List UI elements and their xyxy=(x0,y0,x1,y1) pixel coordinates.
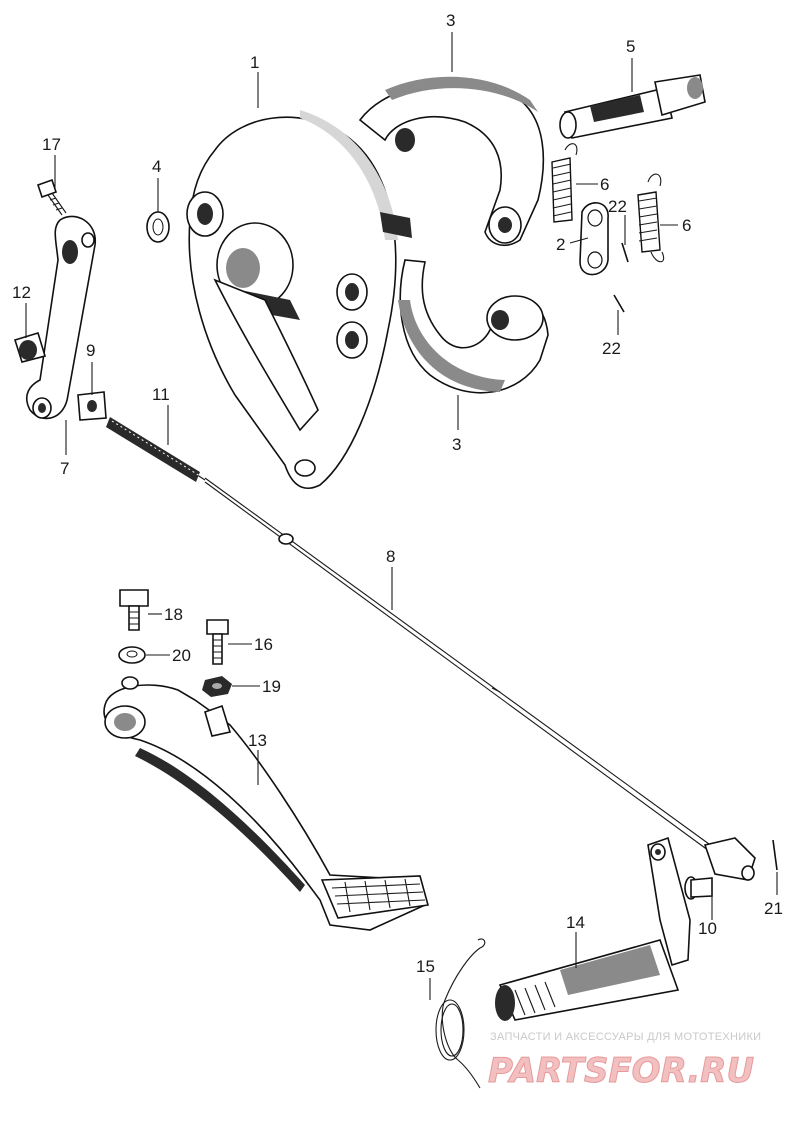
callout-3-top: 3 xyxy=(446,11,455,30)
return-spring-15 xyxy=(435,938,486,1089)
washer-4 xyxy=(146,211,170,243)
bolt-18 xyxy=(119,589,149,631)
cotter-pin-22-a xyxy=(621,242,629,263)
brake-cam xyxy=(559,74,706,139)
watermark: ЗАПЧАСТИ И АКСЕССУАРЫ ДЛЯ МОТОТЕХНИКИ PA… xyxy=(488,1031,762,1092)
nut-19 xyxy=(202,676,232,697)
watermark-brand: PARTSFOR.RU xyxy=(488,1051,754,1091)
bolt-16 xyxy=(206,619,229,665)
callout-9: 9 xyxy=(86,341,95,360)
callout-21: 21 xyxy=(764,899,783,918)
callout-17: 17 xyxy=(42,135,61,154)
brake-panel xyxy=(186,110,412,489)
brake-rod xyxy=(204,477,721,857)
link-plate xyxy=(579,202,609,276)
watermark-tagline: ЗАПЧАСТИ И АКСЕССУАРЫ ДЛЯ МОТОТЕХНИКИ xyxy=(490,1031,761,1043)
callout-16: 16 xyxy=(254,635,273,654)
callout-22-lower: 22 xyxy=(602,339,621,358)
brake-shoe-lower xyxy=(398,259,549,394)
callout-10: 10 xyxy=(698,919,717,938)
callout-22-upper: 22 xyxy=(608,197,627,216)
clamp-12 xyxy=(13,332,47,363)
callout-5: 5 xyxy=(626,37,635,56)
washer-20 xyxy=(118,646,146,664)
rod-spring-11 xyxy=(106,417,206,482)
bolt-17 xyxy=(36,178,67,216)
callout-19: 19 xyxy=(262,677,281,696)
callout-2: 2 xyxy=(556,235,565,254)
brake-pedal xyxy=(103,676,430,931)
callout-8: 8 xyxy=(386,547,395,566)
pin-10 xyxy=(684,876,713,900)
callout-13: 13 xyxy=(248,731,267,750)
leader-lines xyxy=(25,32,778,1000)
callout-6-upper: 6 xyxy=(600,175,609,194)
pin-21 xyxy=(772,839,778,871)
cotter-pin-22-b xyxy=(613,294,625,313)
rod-clevis xyxy=(703,837,756,881)
brake-shaft xyxy=(495,836,691,1021)
callout-11: 11 xyxy=(152,385,170,404)
callout-4: 4 xyxy=(152,157,161,176)
callout-6-lower: 6 xyxy=(682,216,691,235)
callout-1: 1 xyxy=(250,53,259,72)
brake-arm xyxy=(25,215,96,420)
callout-20: 20 xyxy=(172,646,191,665)
brake-shoe-upper xyxy=(358,76,545,247)
callout-labels: 1 3 5 17 4 6 22 6 2 12 22 9 11 3 7 8 18 … xyxy=(12,11,783,976)
spring-6-right xyxy=(637,173,665,263)
callout-15: 15 xyxy=(416,957,435,976)
joint-9 xyxy=(77,391,107,421)
callout-12: 12 xyxy=(12,283,31,302)
callout-14: 14 xyxy=(566,913,585,932)
callout-18: 18 xyxy=(164,605,183,624)
callout-3-bottom: 3 xyxy=(452,435,461,454)
spring-6-left xyxy=(551,143,578,223)
callout-7: 7 xyxy=(60,459,69,478)
